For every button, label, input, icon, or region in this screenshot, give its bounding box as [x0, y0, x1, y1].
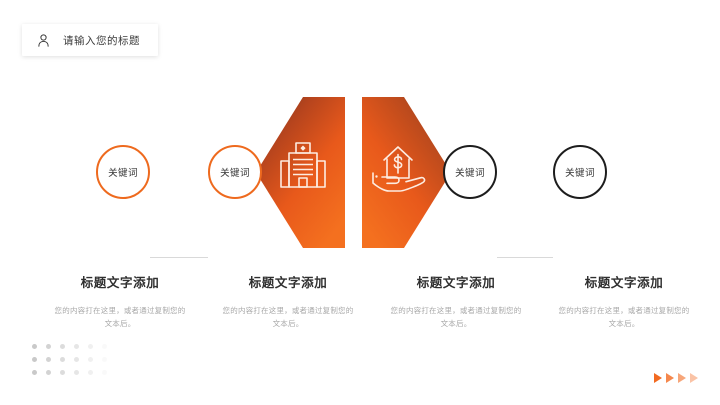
slide-title-text: 请输入您的标题	[63, 34, 140, 47]
dot	[60, 344, 65, 349]
house-money-hand-icon	[372, 146, 426, 192]
dot	[32, 344, 37, 349]
caption-title-4: 标题文字添加	[584, 276, 664, 290]
slide-title-chip[interactable]: 请输入您的标题	[22, 24, 158, 56]
connector-line-left	[150, 257, 208, 258]
arrow-right-icon	[690, 373, 698, 383]
caption-body-2: 您的内容打在这里，或者通过复制您的文本后。	[222, 306, 354, 329]
decorative-arrow-row	[654, 373, 698, 383]
dot	[46, 357, 51, 362]
dot	[102, 344, 107, 349]
dot	[60, 370, 65, 375]
dot	[46, 344, 51, 349]
dot	[102, 370, 107, 375]
dot	[32, 370, 37, 375]
dot	[88, 370, 93, 375]
caption-body-4: 您的内容打在这里，或者通过复制您的文本后。	[558, 306, 690, 329]
keyword-node-3[interactable]: 关键词	[443, 145, 497, 199]
dot	[88, 344, 93, 349]
caption-title-3: 标题文字添加	[416, 276, 496, 290]
hexagon-right[interactable]	[362, 97, 451, 248]
dot	[74, 344, 79, 349]
keyword-node-4-label: 关键词	[565, 168, 595, 179]
dot	[74, 370, 79, 375]
caption-body-1: 您的内容打在这里，或者通过复制您的文本后。	[54, 306, 186, 329]
caption-title-1: 标题文字添加	[80, 276, 160, 290]
dot	[88, 357, 93, 362]
dot	[32, 357, 37, 362]
dot	[74, 357, 79, 362]
keyword-node-1-label: 关键词	[108, 168, 138, 179]
dot	[60, 357, 65, 362]
caption-column-1: 标题文字添加 您的内容打在这里，或者通过复制您的文本后。	[46, 272, 194, 330]
hexagon-group	[256, 97, 451, 248]
keyword-node-4[interactable]: 关键词	[553, 145, 607, 199]
arrow-right-icon	[654, 373, 662, 383]
keyword-node-1[interactable]: 关键词	[96, 145, 150, 199]
caption-title-2: 标题文字添加	[248, 276, 328, 290]
diagram-stage	[0, 85, 720, 260]
caption-column-4: 标题文字添加 您的内容打在这里，或者通过复制您的文本后。	[550, 272, 698, 330]
decorative-dot-grid	[32, 344, 116, 383]
keyword-node-2[interactable]: 关键词	[208, 145, 262, 199]
keyword-node-3-label: 关键词	[455, 168, 485, 179]
arrow-right-icon	[666, 373, 674, 383]
dot	[46, 370, 51, 375]
caption-column-3: 标题文字添加 您的内容打在这里，或者通过复制您的文本后。	[382, 272, 530, 330]
hospital-building-icon	[280, 142, 326, 188]
arrow-right-icon	[678, 373, 686, 383]
connector-line-right	[497, 257, 553, 258]
keyword-node-2-label: 关键词	[220, 168, 250, 179]
caption-row: 标题文字添加 您的内容打在这里，或者通过复制您的文本后。 标题文字添加 您的内容…	[0, 272, 720, 330]
user-icon	[38, 33, 49, 47]
dot	[102, 357, 107, 362]
caption-column-2: 标题文字添加 您的内容打在这里，或者通过复制您的文本后。	[214, 272, 362, 330]
hexagon-left[interactable]	[256, 97, 345, 248]
caption-body-3: 您的内容打在这里，或者通过复制您的文本后。	[390, 306, 522, 329]
